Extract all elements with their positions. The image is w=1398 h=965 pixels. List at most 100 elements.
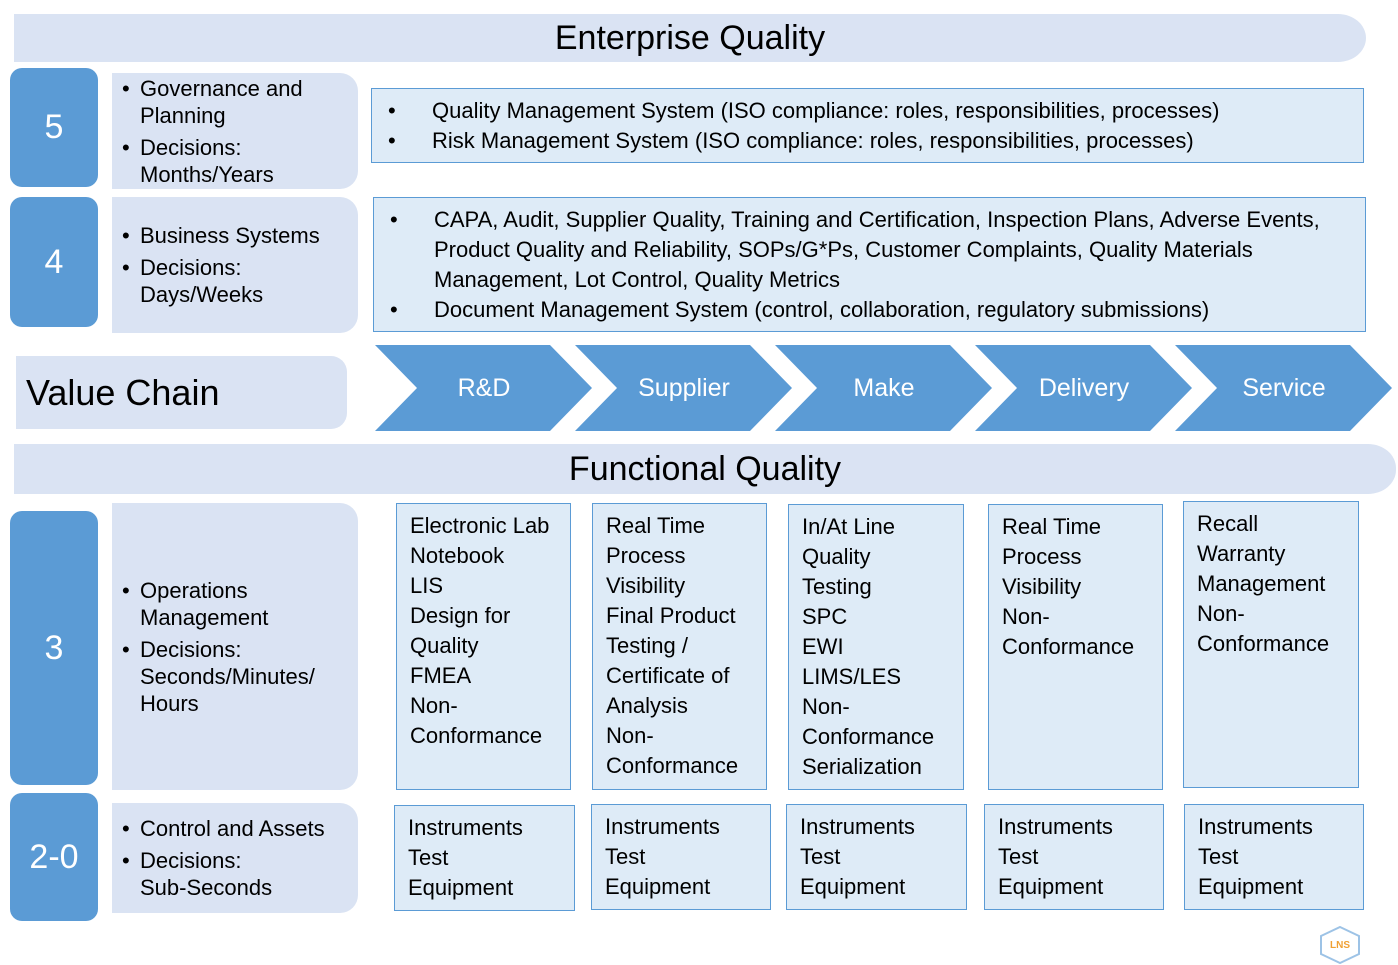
level-4-description-item: Decisions: Days/Weeks: [112, 254, 358, 308]
column-line: Instruments: [998, 814, 1113, 839]
level-4-number: 4: [44, 242, 64, 281]
column-line: Real Time: [1002, 514, 1102, 539]
description-line: Seconds/Minutes/: [140, 663, 315, 689]
bullet-icon: [388, 96, 396, 126]
level-5-description-item: Decisions: Months/Years: [112, 134, 358, 188]
system-item: Risk Management System (ISO compliance: …: [372, 126, 1363, 156]
level-4-description-item: Business Systems: [112, 222, 358, 249]
column-line: Analysis: [606, 693, 688, 718]
column-line: Conformance: [410, 723, 543, 748]
system-line: Risk Management System (ISO compliance: …: [432, 127, 1194, 153]
column-line: Real Time: [606, 513, 706, 538]
column-line: Non-: [1002, 604, 1050, 629]
system-line: Quality Management System (ISO complianc…: [432, 97, 1220, 123]
description-line: Operations: [140, 577, 248, 603]
column-line: Instruments: [800, 814, 915, 839]
column-line: SPC: [802, 604, 848, 629]
value-chain-stage-supplier: Supplier: [575, 345, 792, 431]
column-line: Conformance: [1002, 634, 1135, 659]
column-line: Quality: [410, 633, 479, 658]
level-2-0-number: 2-0: [29, 837, 79, 876]
bullet-icon: [122, 222, 130, 249]
column-line: Certificate of: [606, 663, 730, 688]
column-line: Final Product: [606, 603, 736, 628]
column-line: Test: [605, 844, 646, 869]
column-line: Equipment: [998, 874, 1104, 899]
column-line: Conformance: [802, 724, 935, 749]
bullet-icon: [388, 126, 396, 156]
column-line: Warranty: [1197, 541, 1286, 566]
column-line: Recall: [1197, 511, 1259, 536]
column-line: Non-: [606, 723, 654, 748]
value-chain-stage-delivery: Delivery: [975, 345, 1192, 431]
level-5-description: Governance and Planning Decisions: Month…: [112, 73, 358, 189]
column-line: Notebook: [410, 543, 505, 568]
level-5-number: 5: [44, 108, 64, 146]
bullet-icon: [122, 254, 130, 281]
column-line: Conformance: [1197, 631, 1330, 656]
column-line: Visibility: [606, 573, 686, 598]
column-line: Instruments: [408, 815, 523, 840]
column-line: Serialization: [802, 754, 922, 779]
column-line: LIS: [410, 573, 444, 598]
column-line: EWI: [802, 634, 844, 659]
level-4-systems-box: CAPA, Audit, Supplier Quality, Training …: [373, 197, 1366, 332]
value-chain-stage-rnd: R&D: [375, 345, 592, 431]
column-line: Equipment: [408, 875, 514, 900]
column-line: Quality: [802, 544, 871, 569]
bullet-icon: [122, 815, 130, 842]
column-line: LIMS/LES: [802, 664, 902, 689]
lns-logo: LNS: [1320, 926, 1360, 964]
description-line: Months/Years: [140, 161, 274, 187]
description-line: Decisions:: [140, 255, 242, 280]
column-line: Equipment: [605, 874, 711, 899]
column-line: Non-: [410, 693, 458, 718]
level-3-description-item: Operations Management: [112, 577, 358, 631]
delivery-control-box: Instruments Test Equipment: [984, 804, 1164, 910]
column-line: Testing /: [606, 633, 688, 658]
column-line: Non-: [1197, 601, 1245, 626]
column-line: Equipment: [1198, 874, 1304, 899]
column-line: Test: [800, 844, 841, 869]
description-line: Decisions:: [140, 848, 242, 873]
system-line: Document Management System (control, col…: [434, 296, 1210, 322]
supplier-control-box: Instruments Test Equipment: [591, 804, 771, 910]
delivery-operations-box: Real Time Process Visibility Non- Confor…: [988, 504, 1163, 790]
level-3-badge: 3: [10, 511, 98, 785]
system-line: CAPA, Audit, Supplier Quality, Training …: [434, 206, 1320, 232]
column-line: Electronic Lab: [410, 513, 550, 538]
description-line: Decisions:: [140, 134, 242, 160]
column-line: Testing: [802, 574, 872, 599]
column-line: Conformance: [606, 753, 739, 778]
make-control-box: Instruments Test Equipment: [786, 804, 967, 910]
logo-text: LNS: [1330, 940, 1350, 951]
level-2-0-description-item: Control and Assets: [112, 815, 358, 842]
system-line: Product Quality and Reliability, SOPs/G*…: [434, 236, 1253, 262]
enterprise-quality-title: Enterprise Quality: [554, 19, 826, 57]
level-3-description-item: Decisions: Seconds/Minutes/ Hours: [112, 636, 358, 717]
bullet-icon: [122, 577, 130, 604]
level-3-description: Operations Management Decisions: Seconds…: [112, 503, 358, 790]
supplier-operations-box: Real Time Process Visibility Final Produ…: [592, 503, 767, 790]
column-line: Visibility: [1002, 574, 1082, 599]
level-2-0-description-item: Decisions: Sub-Seconds: [112, 847, 358, 901]
column-line: In/At Line: [802, 514, 895, 539]
bullet-icon: [122, 636, 130, 663]
system-line: Management, Lot Control, Quality Metrics: [434, 266, 840, 292]
logo-hexagon-icon: [1320, 926, 1360, 964]
column-line: Instruments: [1198, 814, 1313, 839]
value-chain-label: Value Chain: [26, 372, 220, 413]
stage-label: Make: [853, 373, 915, 402]
level-5-description-item: Governance and Planning: [112, 75, 358, 129]
system-item: Document Management System (control, col…: [374, 295, 1365, 325]
description-line: Hours: [140, 690, 199, 716]
rnd-operations-box: Electronic Lab Notebook LIS Design for Q…: [396, 503, 571, 790]
value-chain-stage-make: Make: [775, 345, 992, 431]
description-line: Management: [140, 604, 269, 630]
column-line: Non-: [802, 694, 850, 719]
column-line: FMEA: [410, 663, 472, 688]
column-line: Equipment: [800, 874, 906, 899]
column-line: Management: [1197, 571, 1326, 596]
enterprise-quality-banner: Enterprise Quality: [14, 14, 1366, 62]
stage-label: Service: [1242, 373, 1326, 402]
